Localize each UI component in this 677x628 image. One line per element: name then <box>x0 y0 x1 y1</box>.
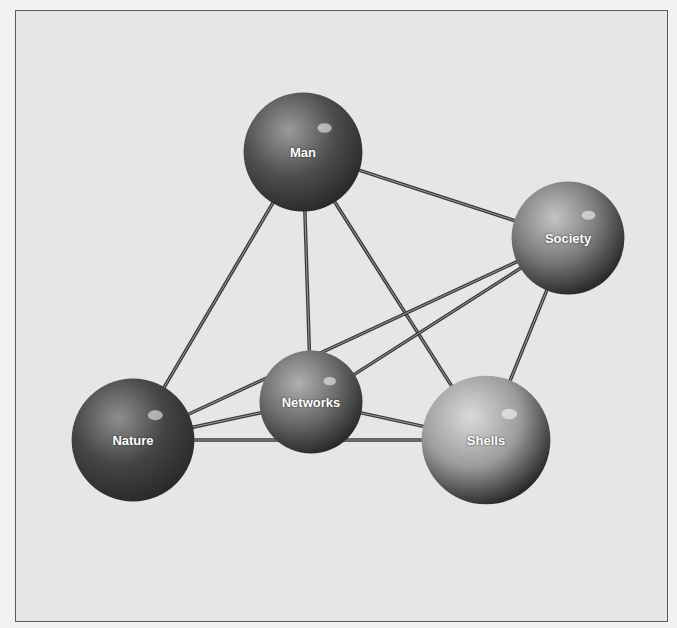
rod-shine <box>192 412 262 427</box>
node-label-group: Man <box>290 145 316 160</box>
sphere-node: Shells <box>421 375 551 505</box>
rod-shine <box>510 289 548 382</box>
sphere-body <box>244 93 363 212</box>
sphere-body <box>512 182 625 295</box>
sphere-body <box>72 379 195 502</box>
rod-shine <box>358 170 516 221</box>
rod-connector <box>510 289 548 382</box>
sphere-node: Networks <box>259 350 363 454</box>
sphere-node: Society <box>511 181 625 295</box>
rod-line <box>353 268 521 376</box>
node-label: Shells <box>467 433 505 448</box>
node-label-group: Shells <box>467 433 505 448</box>
rod-line <box>305 210 310 352</box>
rod-connector <box>163 202 273 388</box>
figure-frame <box>15 10 668 622</box>
rod-line <box>360 413 425 427</box>
node-label: Nature <box>112 433 153 448</box>
rod-connector <box>358 170 516 221</box>
node-label-group: Networks <box>282 395 341 410</box>
node-label-group: Society <box>545 231 591 246</box>
sphere-body <box>260 351 363 454</box>
rod-line <box>163 202 273 388</box>
rod-shine <box>334 201 452 387</box>
rod-shine <box>360 413 425 427</box>
node-label: Networks <box>282 395 341 410</box>
rod-line <box>358 170 516 221</box>
sphere-node: Nature <box>71 378 195 502</box>
rod-connector <box>353 268 521 376</box>
sphere-highlight <box>582 211 596 220</box>
node-label-group: Nature <box>112 433 153 448</box>
rod-line <box>192 412 262 427</box>
sphere-body <box>422 376 551 505</box>
sphere-highlight <box>148 410 163 420</box>
rod-connector <box>360 413 425 427</box>
sphere-highlight <box>323 377 335 385</box>
sphere-node: Man <box>243 92 363 212</box>
node-label: Society <box>545 231 591 246</box>
rod-connector <box>305 210 310 352</box>
rod-shine <box>353 268 521 376</box>
sphere-highlight <box>317 123 331 133</box>
rod-line <box>334 201 452 387</box>
rod-shine <box>305 210 310 352</box>
sphere-highlight <box>502 409 518 419</box>
rod-connector <box>192 412 262 427</box>
rod-connector <box>334 201 452 387</box>
rod-shine <box>163 202 273 388</box>
rod-line <box>510 289 548 382</box>
node-label: Man <box>290 145 316 160</box>
